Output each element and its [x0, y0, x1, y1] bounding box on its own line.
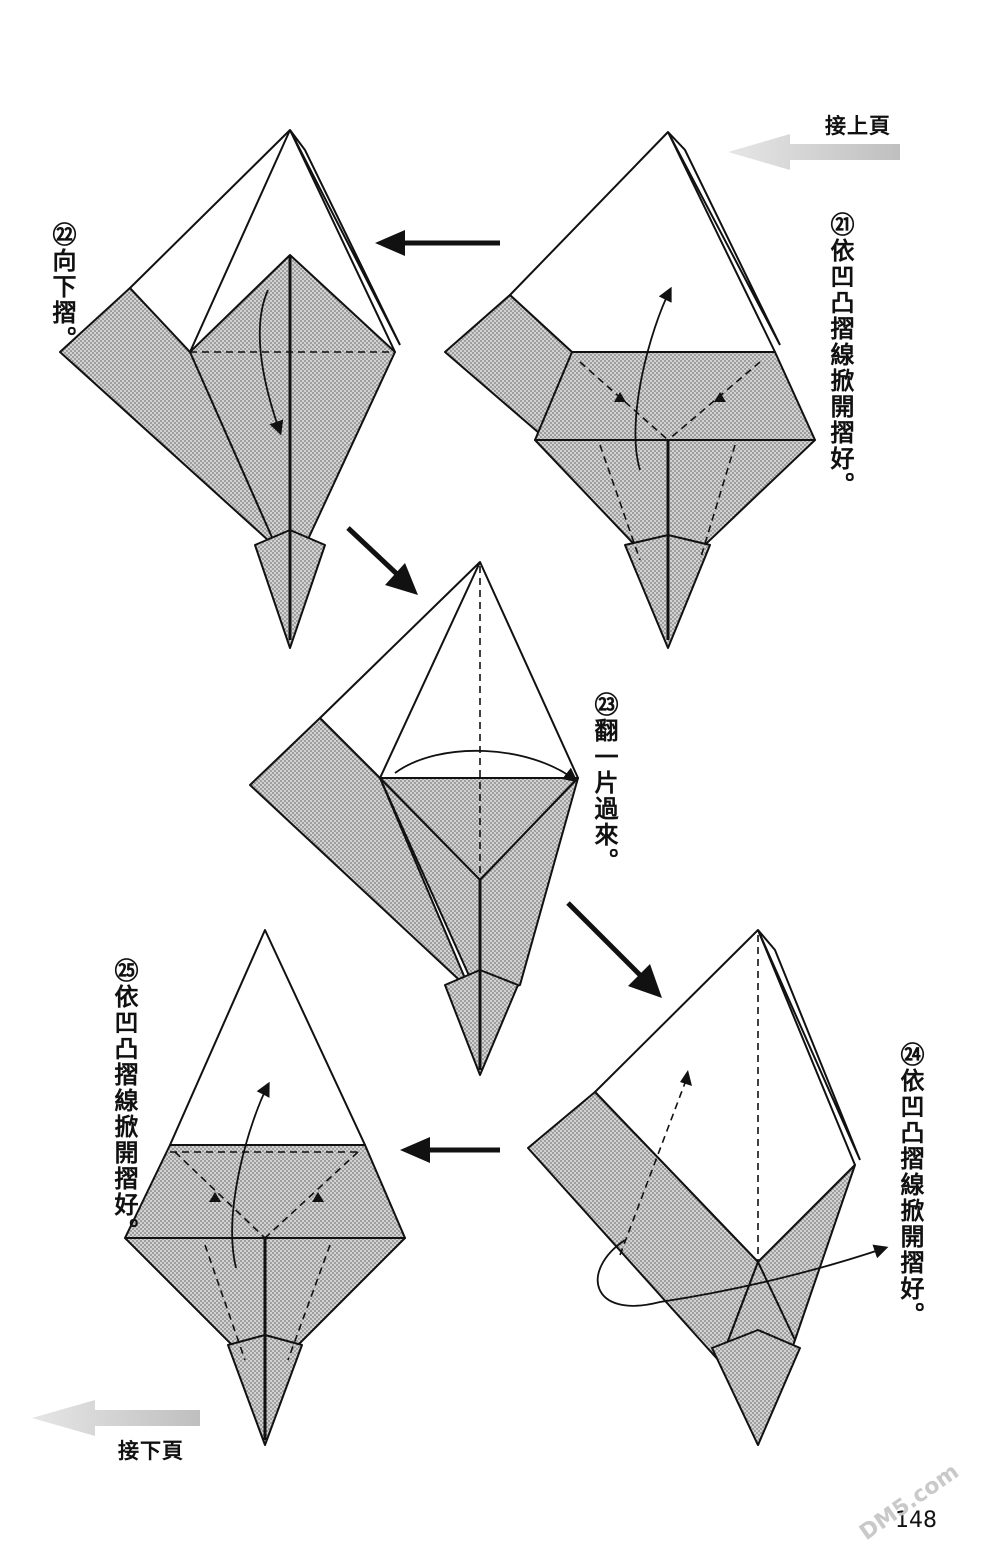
step-25-figure [124, 929, 406, 1446]
step-22-figure [59, 129, 401, 649]
step-22-caption: ㉒向下摺。 [48, 222, 76, 352]
step-21-caption: ㉑依凹凸摺線掀開摺好。 [826, 212, 854, 498]
prev-page-label: 接上頁 [825, 114, 891, 138]
step-22-text: 向下摺。 [48, 248, 76, 352]
step-25-text: 依凹凸摺線掀開摺好。 [110, 984, 138, 1244]
arrow-24-to-25 [400, 1137, 500, 1163]
prev-page-arrow [728, 134, 900, 170]
step-22-number: ㉒ [48, 222, 76, 248]
step-25-number: ㉕ [110, 958, 138, 984]
step-21-figure [444, 131, 816, 649]
step-25-caption: ㉕依凹凸摺線掀開摺好。 [110, 958, 138, 1244]
arrow-23-to-24 [566, 901, 662, 998]
step-23-caption: ㉓翻一片過來。 [590, 692, 618, 874]
step-23-text: 翻一片過來。 [590, 718, 618, 874]
step-24-caption: ㉔依凹凸摺線掀開摺好。 [896, 1042, 924, 1328]
next-page-arrow [32, 1400, 200, 1436]
page-number: 148 [895, 1508, 937, 1533]
step-21-number: ㉑ [826, 212, 854, 238]
arrow-21-to-22 [375, 230, 500, 256]
step-24-text: 依凹凸摺線掀開摺好。 [896, 1068, 924, 1328]
next-page-label: 接下頁 [118, 1439, 184, 1463]
step-23-number: ㉓ [590, 692, 618, 718]
arrow-22-to-23 [346, 526, 418, 595]
step-21-text: 依凹凸摺線掀開摺好。 [826, 238, 854, 498]
step-23-figure [249, 561, 579, 1076]
step-24-number: ㉔ [896, 1042, 924, 1068]
step-24-figure [527, 929, 889, 1446]
